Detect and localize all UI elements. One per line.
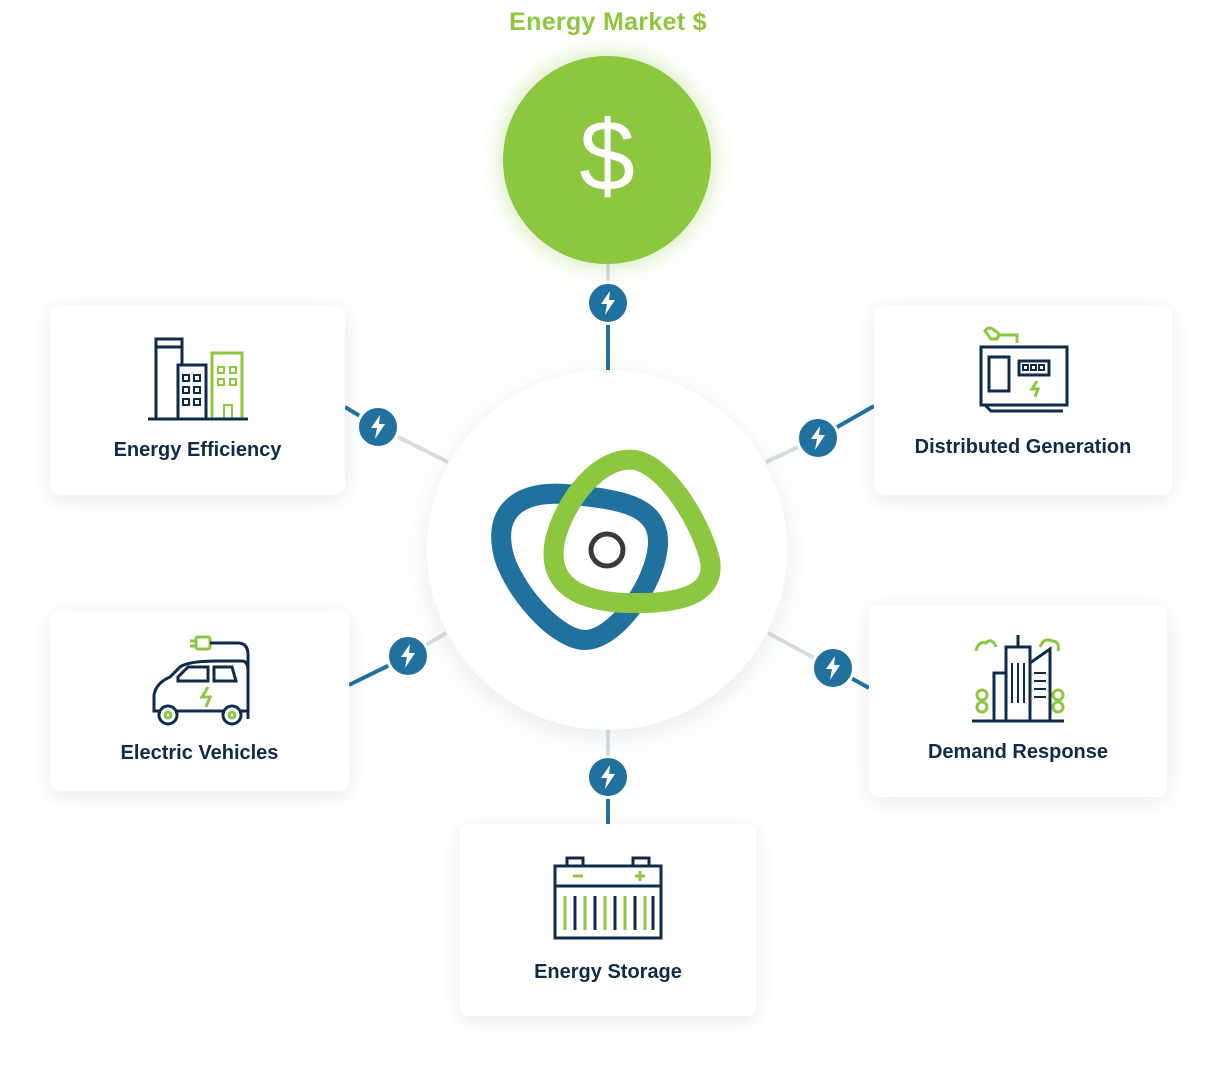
node-distributed-generation: Distributed Generation — [874, 305, 1172, 495]
electric-car-icon — [152, 635, 249, 726]
generator-icon — [979, 326, 1069, 413]
node-label: Energy Efficiency — [113, 439, 282, 461]
bolt-icon — [356, 405, 400, 449]
node-electric-vehicles: Electric Vehicles — [50, 611, 349, 791]
bolt-icon — [796, 416, 840, 460]
energy-market-title: Energy Market $ — [509, 8, 707, 36]
hub-logo-icon — [491, 449, 721, 650]
node-label: Electric Vehicles — [120, 742, 279, 764]
buildings-icon — [147, 337, 248, 421]
bolt-icon — [586, 755, 630, 799]
node-label: Demand Response — [927, 741, 1109, 763]
node-label: Energy Storage — [534, 961, 682, 983]
dollar-icon: $ — [579, 100, 635, 212]
bolt-icon — [386, 634, 430, 678]
battery-icon — [553, 856, 663, 940]
node-energy-efficiency: Energy Efficiency — [50, 305, 345, 495]
node-demand-response: Demand Response — [869, 605, 1167, 797]
node-label: Distributed Generation — [914, 436, 1132, 458]
city-icon — [972, 635, 1065, 723]
hub-circle — [427, 370, 787, 730]
bolt-icon — [811, 646, 855, 690]
node-energy-storage: Energy Storage — [460, 824, 756, 1016]
bolt-icon — [586, 281, 630, 325]
energy-market-circle — [503, 56, 711, 264]
